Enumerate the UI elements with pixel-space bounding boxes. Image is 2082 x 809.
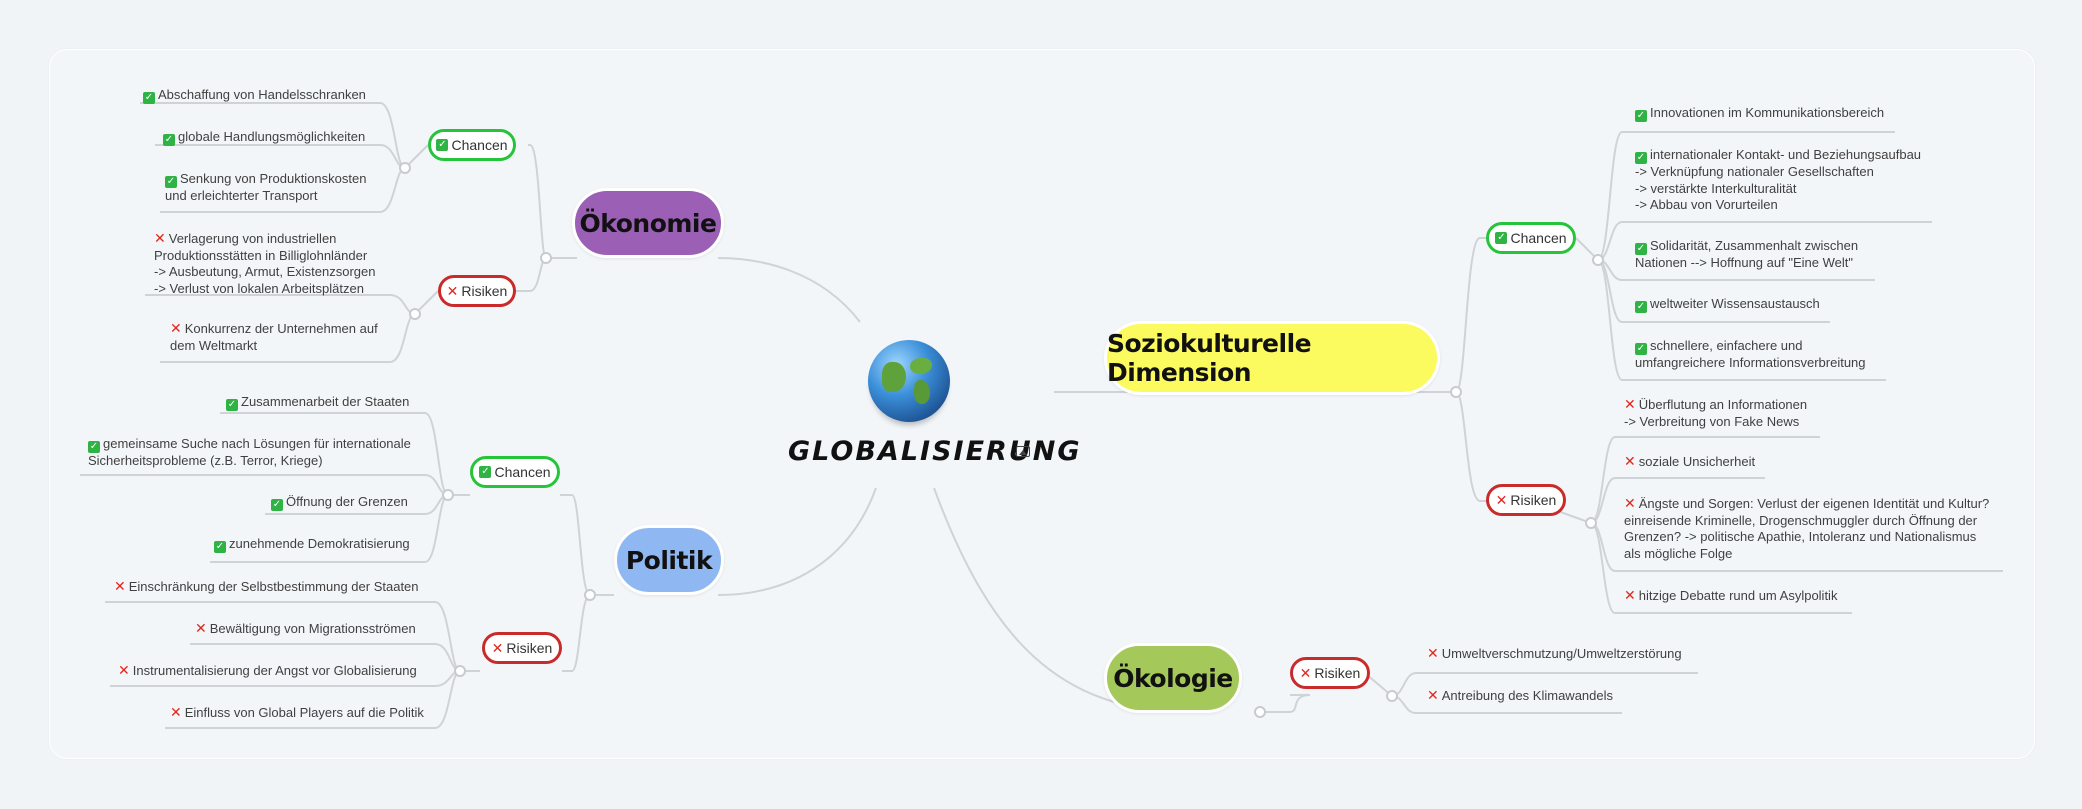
cross-icon: ✕ (491, 639, 504, 656)
list-item[interactable]: ✕Überflutung an Informationen -> Verbrei… (1624, 396, 1808, 429)
oekonomie-chancen-pill[interactable]: ✓Chancen (428, 129, 516, 161)
topic-oekologie-label: Ökologie (1113, 663, 1233, 693)
topic-politik-label: Politik (625, 545, 713, 575)
list-item[interactable]: ✓weltweiter Wissensaustausch (1635, 296, 1820, 313)
check-icon: ✓ (479, 466, 492, 478)
check-icon: ✓ (226, 399, 238, 411)
check-icon: ✓ (436, 139, 449, 151)
topic-oekonomie-label: Ökonomie (579, 208, 717, 238)
list-item[interactable]: ✕Einschränkung der Selbstbestimmung der … (114, 578, 419, 594)
cross-icon: ✕ (1624, 453, 1636, 469)
check-icon: ✓ (214, 541, 226, 553)
topic-sozio[interactable]: Soziokulturelle Dimension (1104, 321, 1440, 395)
pill-label: Chancen (494, 464, 551, 480)
list-item[interactable]: ✓internationaler Kontakt- und Beziehungs… (1635, 147, 1922, 212)
central-topic-title[interactable]: GLOBALISIERUNG (788, 436, 1082, 467)
list-item[interactable]: ✓globale Handlungsmöglichkeiten (163, 129, 366, 146)
topic-sozio-label: Soziokulturelle Dimension (1107, 329, 1312, 387)
cross-icon: ✕ (195, 620, 207, 636)
oekonomie-risiken-pill[interactable]: ✕Risiken (438, 275, 516, 307)
topic-oekologie[interactable]: Ökologie (1104, 643, 1242, 713)
check-icon: ✓ (1635, 152, 1647, 164)
check-icon: ✓ (1495, 232, 1508, 244)
list-item[interactable]: ✓Öffnung der Grenzen (271, 494, 408, 511)
politik-chancen-pill[interactable]: ✓Chancen (470, 456, 560, 488)
oekologie-risiken-pill[interactable]: ✕Risiken (1290, 657, 1370, 689)
globe-icon (868, 340, 950, 422)
list-item[interactable]: ✕hitzige Debatte rund um Asylpolitik (1624, 587, 1838, 603)
cross-icon: ✕ (1624, 587, 1636, 603)
check-icon: ✓ (88, 441, 100, 453)
cross-icon: ✕ (446, 282, 459, 299)
list-item[interactable]: ✓Senkung von Produktionskosten und erlei… (165, 171, 367, 203)
list-item[interactable]: ✓gemeinsame Suche nach Lösungen für inte… (88, 436, 411, 468)
cross-icon: ✕ (1624, 396, 1636, 412)
check-icon: ✓ (165, 176, 177, 188)
topic-oekonomie[interactable]: Ökonomie (572, 188, 724, 258)
list-item[interactable]: ✕soziale Unsicherheit (1624, 453, 1756, 469)
check-icon: ✓ (143, 92, 155, 104)
pill-label: Risiken (1510, 492, 1557, 508)
pill-label: Risiken (506, 640, 553, 656)
check-icon: ✓ (1635, 110, 1647, 122)
pill-label: Risiken (461, 283, 508, 299)
topic-politik[interactable]: Politik (614, 525, 724, 595)
cross-icon: ✕ (1495, 491, 1508, 508)
cross-icon: ✕ (1624, 495, 1636, 511)
list-item[interactable]: ✕Ängste und Sorgen: Verlust der eigenen … (1624, 495, 1990, 561)
politik-risiken-pill[interactable]: ✕Risiken (482, 632, 562, 664)
list-item[interactable]: ✓Zusammenarbeit der Staaten (226, 394, 410, 411)
list-item[interactable]: ✕Instrumentalisierung der Angst vor Glob… (118, 662, 417, 678)
check-icon: ✓ (271, 499, 283, 511)
cross-icon: ✕ (154, 230, 166, 246)
sozio-risiken-pill[interactable]: ✕Risiken (1486, 484, 1566, 516)
check-icon: ✓ (1635, 301, 1647, 313)
cross-icon: ✕ (1299, 664, 1312, 681)
cross-icon: ✕ (1427, 645, 1439, 661)
check-icon: ✓ (1635, 243, 1647, 255)
check-icon: ✓ (1635, 343, 1647, 355)
cross-icon: ✕ (1427, 687, 1439, 703)
list-item[interactable]: ✕Antreibung des Klimawandels (1427, 687, 1614, 703)
list-item[interactable]: ✓Innovationen im Kommunikationsbereich (1635, 105, 1885, 122)
list-item[interactable]: ✓schnellere, einfachere und umfangreiche… (1635, 338, 1866, 370)
list-item[interactable]: ✓Solidarität, Zusammenhalt zwischen Nati… (1635, 238, 1859, 270)
list-item[interactable]: ✕Umweltverschmutzung/Umweltzerstörung (1427, 645, 1682, 661)
canvas-board (49, 49, 2035, 759)
list-item[interactable]: ✕Bewältigung von Migrationsströmen (195, 620, 416, 636)
list-item[interactable]: ✕Einfluss von Global Players auf die Pol… (170, 704, 424, 720)
image-icon[interactable] (1016, 446, 1030, 457)
cross-icon: ✕ (170, 320, 182, 336)
cross-icon: ✕ (114, 578, 126, 594)
list-item[interactable]: ✓zunehmende Demokratisierung (214, 536, 410, 553)
cross-icon: ✕ (118, 662, 130, 678)
check-icon: ✓ (163, 134, 175, 146)
pill-label: Chancen (1510, 230, 1567, 246)
pill-label: Chancen (451, 137, 508, 153)
sozio-chancen-pill[interactable]: ✓Chancen (1486, 222, 1576, 254)
list-item[interactable]: ✓Abschaffung von Handelsschranken (143, 87, 366, 104)
list-item[interactable]: ✕Konkurrenz der Unternehmen auf dem Welt… (170, 320, 378, 353)
pill-label: Risiken (1314, 665, 1361, 681)
cross-icon: ✕ (170, 704, 182, 720)
list-item[interactable]: ✕Verlagerung von industriellen Produktio… (154, 230, 376, 296)
